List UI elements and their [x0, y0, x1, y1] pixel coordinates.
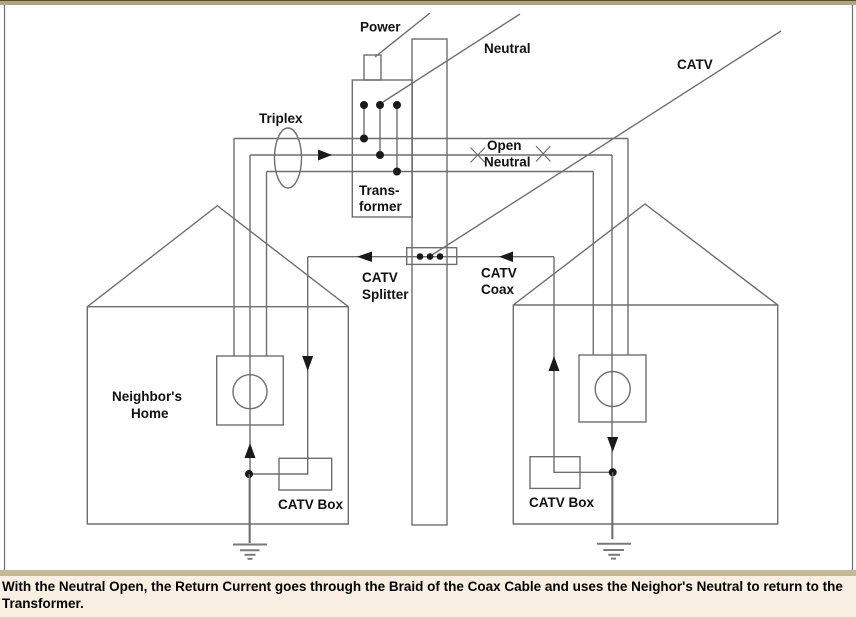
transformer-terminal-dot: [393, 101, 401, 109]
meter-box-left: [215, 355, 284, 426]
label-catv: CATV: [677, 57, 713, 72]
transformer-terminal-dot: [376, 101, 384, 109]
power-line: [374, 12, 431, 58]
label-transformer-line2: former: [359, 199, 403, 214]
label-neutral: Neutral: [484, 41, 531, 56]
wire-junction-dot: [393, 167, 401, 176]
flow-arrow-left-coax-right-side: [499, 251, 513, 262]
flow-arrow-right-triplex: [318, 149, 332, 161]
coax-drop-right: [553, 256, 613, 473]
label-open-neutral-line1: Open: [487, 138, 522, 153]
utility-pole: [411, 38, 448, 526]
wire-junction-dot: [376, 151, 384, 159]
ground-symbol-left: [233, 474, 267, 560]
label-transformer-line1: Trans-: [359, 183, 400, 198]
meter-dial-left: [232, 374, 268, 410]
meter-dial-right: [594, 370, 631, 408]
catv-box-right-rect: [529, 456, 581, 490]
ground-symbol-right: [597, 472, 631, 560]
splitter-port-dot: [416, 253, 424, 260]
transformer-terminal-dot: [360, 101, 368, 109]
flow-arrow-down-right-neutral: [607, 437, 619, 452]
meter-box-right: [578, 354, 647, 423]
label-neighbors-home-line2: Home: [131, 406, 169, 421]
catv-box-left-rect: [278, 457, 333, 491]
flow-arrow-up-right-coax: [548, 356, 560, 371]
top-border-bar: [0, 0, 856, 5]
diagram-area: Power Neutral CATV Triplex Trans- former…: [3, 5, 854, 570]
label-catv-coax-line1: CATV: [481, 266, 517, 281]
label-catv-splitter-line2: Splitter: [362, 287, 409, 302]
label-catv-box-right: CATV Box: [529, 495, 594, 510]
coax-drop-left: [249, 256, 309, 475]
transformer-box: [351, 79, 413, 218]
label-triplex: Triplex: [259, 111, 303, 126]
house-left: [86, 204, 349, 525]
wiring-diagram: Power Neutral CATV Triplex Trans- former…: [3, 5, 854, 570]
flow-arrow-up-left-neutral: [244, 443, 256, 458]
catv-trunk-line: [431, 30, 782, 256]
flow-arrow-down-left-coax: [302, 356, 314, 371]
label-catv-coax-line2: Coax: [481, 282, 515, 297]
label-open-neutral-line2: Neutral: [484, 155, 531, 170]
flow-arrow-left-coax: [357, 251, 372, 262]
wire-junction-dot: [360, 134, 368, 143]
splitter-port-dot: [426, 253, 434, 260]
x-mark-open-neutral-2: [535, 145, 551, 162]
triplex-ellipse: [273, 127, 303, 189]
house-right: [512, 203, 779, 525]
label-power: Power: [360, 20, 401, 35]
transformer-bushing: [363, 54, 382, 81]
figure-caption: With the Neutral Open, the Return Curren…: [0, 576, 856, 617]
label-catv-splitter-line1: CATV: [362, 270, 398, 285]
neutral-line: [382, 13, 521, 103]
label-catv-box-left: CATV Box: [278, 497, 343, 512]
splitter-port-dot: [436, 253, 444, 260]
x-mark-open-neutral-1: [470, 147, 486, 163]
bottom-border-bar: [0, 570, 856, 576]
label-neighbors-home-line1: Neighbor's: [112, 389, 182, 404]
